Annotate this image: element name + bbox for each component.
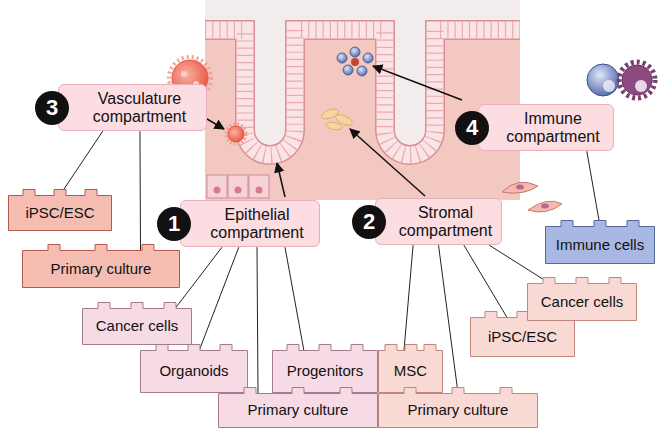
blood-vessel [226,124,246,144]
node-text: Cancer cells [96,318,179,335]
connector-line [404,245,413,350]
puzzle-shape [546,221,655,264]
cell-source-piece: Progenitors [272,350,378,393]
epithelium-outline [205,30,520,155]
callout-number: 2 [352,205,386,239]
connector-line [285,247,304,350]
connector-line [587,151,600,226]
immune-cluster [337,47,373,76]
cell-source-piece: MSC [378,350,443,393]
connector-line [257,247,258,393]
puzzle-shape [379,388,538,428]
callout-number: 3 [35,91,69,125]
node-text: Progenitors [287,363,364,380]
puzzle-shape [23,245,180,288]
compartment-box: Epithelial compartment [180,200,320,247]
node-text: Organoids [159,363,228,380]
node-text: Vasculature compartment [79,90,200,125]
connector-line [60,131,103,195]
cell-source-piece: Immune cells [545,226,655,264]
cell-source-piece: iPSC/ESC [8,195,112,231]
puzzle-shape [528,278,637,321]
node-text: Cancer cells [541,294,624,311]
node-text: Epithelial compartment [201,206,313,241]
cell-source-piece: Organoids [140,350,248,393]
pointer-arrow [277,163,285,197]
compartment-box: Stromal compartment [375,198,502,245]
connector-line [176,247,223,308]
node-text: Stromal compartment [396,204,495,239]
node-text: Primary culture [248,402,349,419]
cell-source-piece: iPSC/ESC [470,317,575,357]
connector-line [464,245,507,317]
puzzle-shape [219,388,378,428]
node-text: Immune compartment [499,110,607,145]
cell-source-piece: Cancer cells [527,283,637,321]
epithelial-cells-icon [207,175,269,198]
puzzle-shape [273,345,378,393]
puzzle-shape [379,345,443,393]
node-text: Primary culture [408,402,509,419]
lumen [205,0,520,155]
puzzle-shape [9,190,112,231]
epithelium [205,30,520,155]
compartment-box: Vasculature compartment [58,84,207,131]
puzzle-shape [141,345,248,393]
callout-number: 4 [455,111,489,145]
puzzle-shape [83,303,192,345]
stromal-cells [320,107,354,131]
cell-source-piece: Primary culture [218,393,378,428]
pointer-arrow [207,119,224,129]
fibroblast-icon [502,182,562,212]
lamina-propria [205,0,520,200]
cell-source-piece: Cancer cells [82,308,192,345]
callout-number: 1 [157,207,191,241]
connector-line [199,247,238,350]
node-text: MSC [394,363,427,380]
pointer-arrow [373,66,462,100]
connector-line [139,131,141,250]
connector-line [489,245,549,283]
epithelial-cell-borders [205,30,520,155]
node-text: iPSC/ESC [488,329,557,346]
node-text: Immune cells [556,237,644,254]
immune-cell-icons [587,62,655,98]
node-text: Primary culture [51,261,152,278]
node-text: iPSC/ESC [25,205,94,222]
pointer-arrow [350,129,425,196]
compartment-box: Immune compartment [478,104,614,151]
cell-source-piece: Primary culture [378,393,538,428]
cell-source-piece: Primary culture [22,250,180,288]
